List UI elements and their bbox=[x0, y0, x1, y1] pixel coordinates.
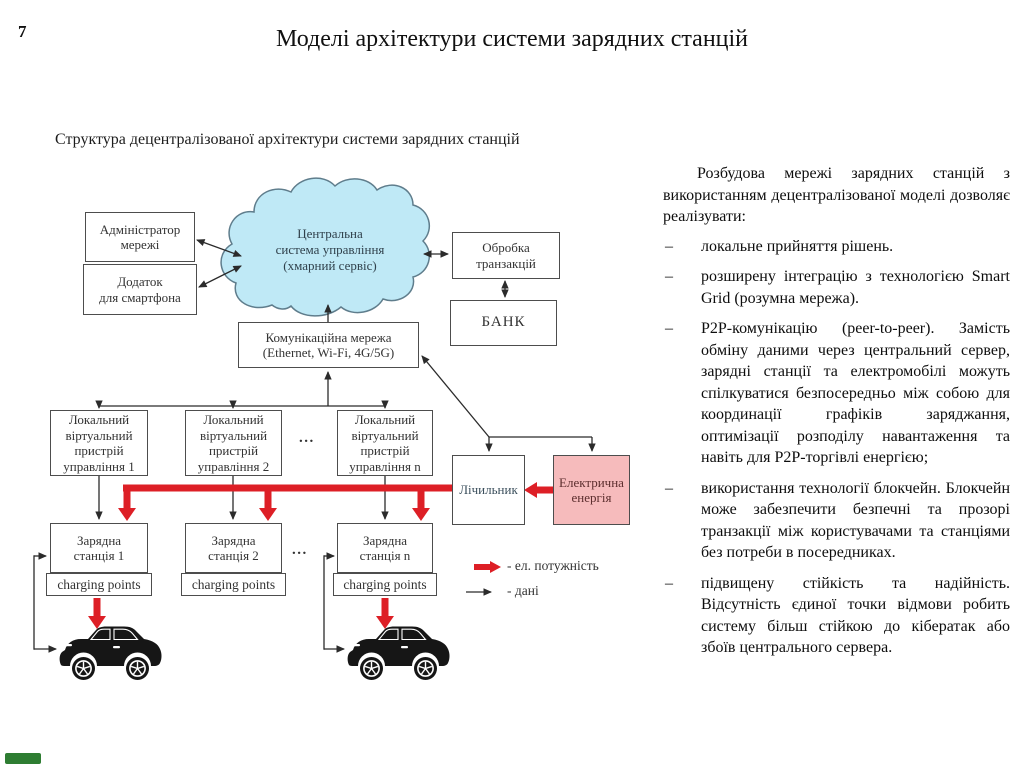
legend-data-label: - дані bbox=[507, 583, 539, 598]
node-network-admin: Адміністратор мережі bbox=[85, 212, 195, 262]
bullet-marker: – bbox=[665, 268, 673, 285]
bullet-marker: – bbox=[665, 320, 673, 337]
node-line: Локальний bbox=[68, 412, 130, 427]
node-line: для смартфона bbox=[99, 289, 181, 305]
bullet-text: використання технології блокчейн. Блокче… bbox=[701, 479, 1010, 562]
bullet-text: локальне прийняття рішень. bbox=[701, 237, 894, 255]
node-line: Обробка bbox=[482, 240, 530, 255]
node-line: пристрій bbox=[208, 443, 259, 458]
node-line: Локальний bbox=[354, 412, 416, 427]
node-line: станція n bbox=[359, 548, 411, 563]
intro-paragraph: Розбудова мережі зарядних станцій з вико… bbox=[663, 165, 1010, 225]
page-title: Моделі архітектури системи зарядних стан… bbox=[275, 26, 749, 52]
data-lines bbox=[33, 239, 596, 653]
node-line: Додаток bbox=[117, 274, 163, 289]
node-line: віртуальний bbox=[199, 427, 268, 443]
node-line: Електрична bbox=[559, 474, 624, 490]
node-meter: Лічильник bbox=[452, 455, 525, 525]
car-icon bbox=[346, 625, 451, 681]
node-line: станція 2 bbox=[208, 548, 259, 563]
node-line: станція 1 bbox=[73, 548, 125, 563]
node-line: Локальний bbox=[203, 412, 264, 427]
node-line: управління n bbox=[349, 458, 421, 474]
node-line: Зарядна bbox=[362, 532, 408, 548]
slide-number: 7 bbox=[18, 22, 27, 41]
node-transaction-processing: Обробка транзакцій bbox=[452, 232, 560, 279]
node-line: (Ethernet, Wi-Fi, 4G/5G) bbox=[262, 345, 395, 360]
node-charging-points-2: charging points bbox=[181, 573, 286, 596]
node-line: БАНК bbox=[481, 314, 526, 331]
node-line: (хмарний сервіс) bbox=[283, 258, 377, 273]
node-charging-station-1: Зарядна станція 1 bbox=[50, 523, 148, 573]
node-line: Лічильник bbox=[459, 482, 518, 498]
description-panel: Розбудова мережі зарядних станцій з вико… bbox=[663, 163, 1010, 668]
bullet-marker: – bbox=[665, 574, 673, 592]
node-line: Центральна bbox=[297, 226, 363, 241]
bullet-text: розширену інтеграцію з технологією Smart… bbox=[701, 268, 1010, 307]
node-line: віртуальний bbox=[65, 427, 133, 443]
node-local-virtual-device-n: Локальний віртуальний пристрій управлінн… bbox=[337, 410, 433, 476]
bullet-item: – P2P-комунікацію (peer-to-peer). Заміст… bbox=[663, 318, 1010, 469]
bullet-text: P2P-комунікацію (peer-to-peer). Замість … bbox=[701, 320, 1010, 466]
node-line: пристрій bbox=[360, 443, 410, 458]
node-central-cloud: Центральна система управління (хмарний с… bbox=[250, 226, 410, 274]
node-electric-energy: Електрична енергія bbox=[553, 455, 630, 525]
node-charging-points-1: charging points bbox=[46, 573, 152, 596]
node-line: управління 2 bbox=[197, 458, 270, 474]
node-charging-points-n: charging points bbox=[333, 573, 437, 596]
node-line: пристрій bbox=[74, 443, 124, 458]
node-smartphone-app: Додаток для смартфона bbox=[83, 264, 197, 315]
bullet-marker: – bbox=[665, 479, 673, 497]
bullet-item: – локальне прийняття рішень. bbox=[663, 236, 1010, 258]
footer-logo bbox=[5, 753, 41, 764]
node-line: система управління bbox=[275, 242, 385, 257]
node-line: управління 1 bbox=[63, 458, 135, 474]
node-local-virtual-device-2: Локальний віртуальний пристрій управлінн… bbox=[185, 410, 282, 476]
bullet-item: – розширену інтеграцію з технологією Sma… bbox=[663, 266, 1010, 309]
node-local-virtual-device-1: Локальний віртуальний пристрій управлінн… bbox=[50, 410, 148, 476]
diagram-caption: Структура децентралізованої архітектури … bbox=[55, 131, 520, 148]
power-lines bbox=[88, 482, 553, 629]
node-line: транзакцій bbox=[476, 255, 536, 271]
node-line: Зарядна bbox=[211, 532, 256, 548]
ellipsis: ... bbox=[299, 430, 315, 446]
node-line: мережі bbox=[120, 237, 160, 252]
node-line: Зарядна bbox=[76, 532, 122, 548]
legend-power-label: - ел. потужність bbox=[507, 558, 599, 573]
bullet-marker: – bbox=[665, 237, 673, 255]
node-charging-station-n: Зарядна станція n bbox=[337, 523, 433, 573]
node-communication-network: Комунікаційна мережа (Ethernet, Wi-Fi, 4… bbox=[238, 322, 419, 368]
ellipsis: ... bbox=[292, 542, 308, 558]
node-charging-station-2: Зарядна станція 2 bbox=[185, 523, 282, 573]
node-line: енергія bbox=[571, 490, 612, 505]
node-line: Адміністратор bbox=[99, 221, 181, 237]
bullet-text: підвищену стійкість та надійність. Відсу… bbox=[701, 574, 1010, 657]
node-bank: БАНК bbox=[450, 300, 557, 346]
bullet-item: – підвищену стійкість та надійність. Від… bbox=[663, 573, 1010, 659]
car-icon bbox=[58, 625, 163, 681]
bullet-item: – використання технології блокчейн. Блок… bbox=[663, 478, 1010, 564]
node-line: віртуальний bbox=[351, 427, 419, 443]
node-line: Комунікаційна мережа bbox=[265, 329, 392, 345]
